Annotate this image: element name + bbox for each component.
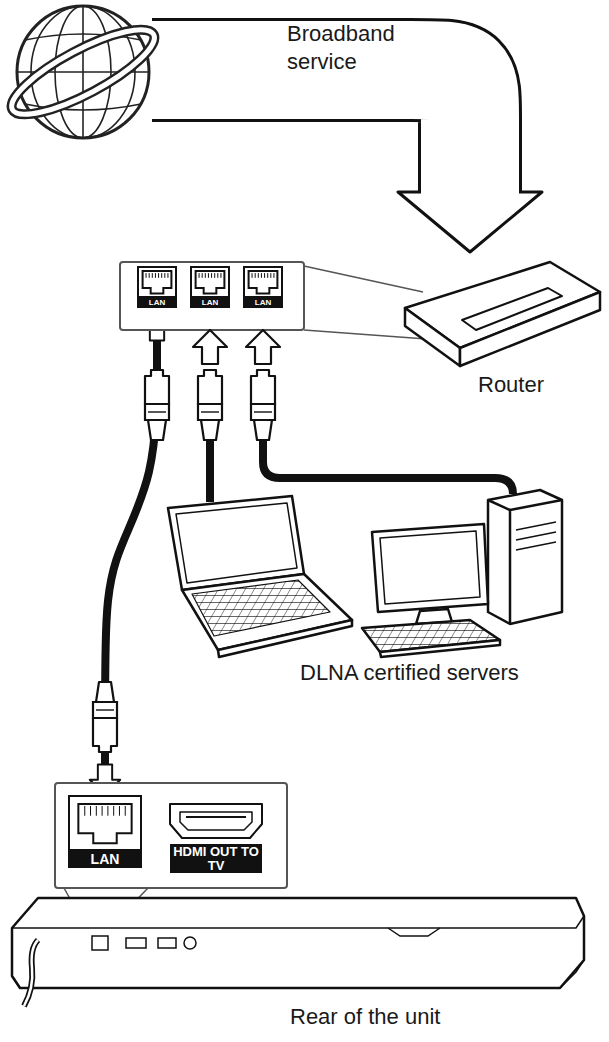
node-label: Rear of the unit bbox=[290, 1004, 440, 1030]
router-icon bbox=[400, 250, 605, 375]
port-label: LAN bbox=[243, 298, 283, 308]
rport-node: LAN bbox=[137, 266, 177, 310]
desktop-cable bbox=[263, 440, 513, 494]
hdmi-node: HDMI OUT TO TV bbox=[160, 800, 272, 880]
unit-node: Rear of the unit bbox=[8, 888, 588, 993]
globe-icon bbox=[5, 0, 160, 145]
port-label: LAN bbox=[190, 298, 230, 308]
arrow-head bbox=[398, 192, 542, 252]
port-label: LAN bbox=[137, 298, 177, 308]
laptop-cable bbox=[206, 440, 214, 502]
port-arrow bbox=[246, 330, 280, 364]
router-node: Router bbox=[400, 250, 605, 370]
lan-port-icon bbox=[137, 266, 177, 298]
port-label: LAN bbox=[68, 851, 142, 868]
arrow-joint bbox=[421, 186, 519, 195]
lan-plug bbox=[93, 682, 117, 752]
arrow-outline bbox=[152, 70, 470, 194]
broadband-arrow bbox=[152, 70, 542, 252]
laptop bbox=[168, 496, 352, 657]
rport-node: LAN bbox=[243, 266, 283, 310]
uport-node: LAN bbox=[68, 795, 142, 871]
lan-plug bbox=[251, 370, 275, 440]
desktop-computer bbox=[362, 490, 562, 657]
arrow-body bbox=[152, 70, 470, 194]
node-label: Router bbox=[478, 372, 544, 398]
caption-label: DLNA certified servers bbox=[300, 660, 519, 686]
lan-plug bbox=[145, 370, 169, 440]
lan-plug bbox=[198, 370, 222, 440]
lan-port-icon bbox=[190, 266, 230, 298]
rport-node: LAN bbox=[190, 266, 230, 310]
player-unit bbox=[8, 888, 588, 998]
lan-port-icon bbox=[68, 795, 142, 851]
node-label: Broadband service bbox=[287, 20, 417, 75]
router-port-panel bbox=[120, 262, 440, 340]
port-arrow bbox=[193, 330, 227, 364]
globe-node: Broadband service bbox=[5, 0, 160, 145]
port-label: HDMI OUT TO TV bbox=[170, 844, 262, 873]
lan-port-icon bbox=[243, 266, 283, 298]
hdmi-port-icon bbox=[160, 800, 272, 842]
